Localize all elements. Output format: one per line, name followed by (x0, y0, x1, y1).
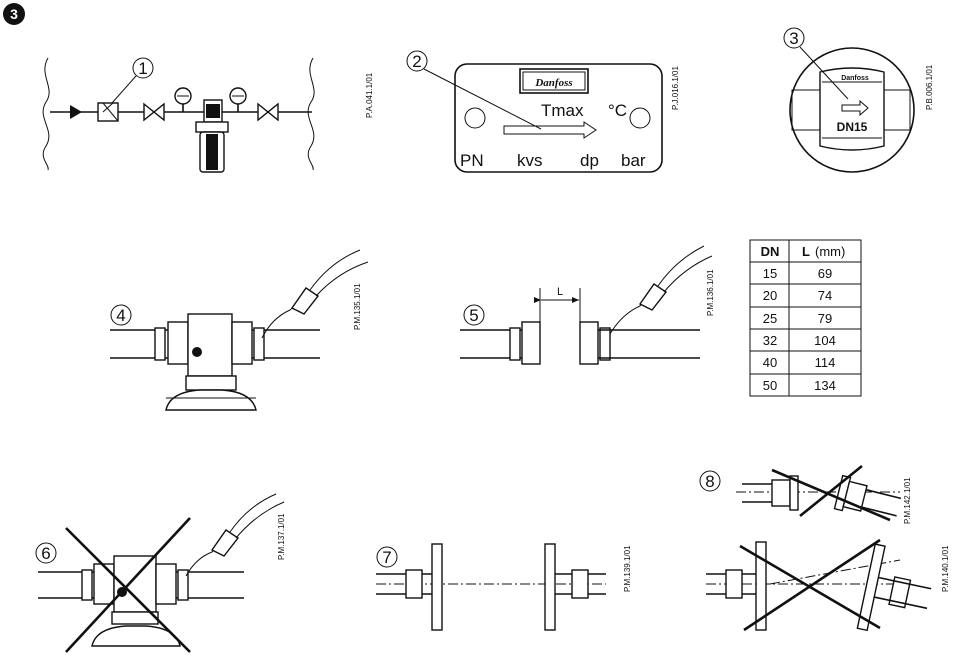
callout-number: 5 (469, 306, 478, 325)
callout-marker (463, 304, 485, 326)
figure-piping-scheme: 1 P.A.041.1/01 (42, 57, 374, 173)
callout-number: 7 (382, 548, 391, 567)
table-cell: 50 (763, 378, 777, 393)
table-row: 25 79 (763, 311, 832, 326)
table-row: 40 114 (763, 355, 836, 370)
nameplate-field: kvs (517, 151, 543, 170)
figure-welding-with-valve: 4 P.M.135.1/01 (110, 249, 369, 411)
figure-reference: P.M.142.1/01 (903, 477, 912, 524)
figure-reference: P.J.016.1/01 (671, 66, 680, 110)
incorrect-cross-icon (771, 468, 891, 522)
flow-arrow-icon (503, 121, 597, 139)
valve-body (187, 313, 233, 377)
table-row: 32 104 (763, 333, 836, 348)
flange (755, 541, 767, 631)
table-cell: 40 (763, 355, 777, 370)
flow-direction-arrow-icon (70, 105, 82, 119)
table-cell: 20 (763, 288, 777, 303)
figure-flange-alignment: 7 P.M.139.1/01 (376, 543, 632, 631)
table-header-unit: (mm) (815, 244, 845, 259)
table-cell: 69 (818, 266, 832, 281)
nameplate-field: bar (621, 151, 646, 170)
figure-reference: P.B.006.1/01 (925, 64, 934, 110)
figure-reference: P.M.137.1/01 (277, 513, 286, 560)
figure-valve-marking: Danfoss DN15 3 P.B.006.1/01 (783, 27, 934, 173)
callout-marker (35, 542, 57, 564)
shutoff-valve-icon (257, 102, 279, 122)
welding-torch-icon (609, 245, 713, 335)
callout-marker (132, 57, 154, 79)
incorrect-cross-icon (65, 527, 191, 653)
table-cell: 15 (763, 266, 777, 281)
callout-number: 2 (412, 52, 421, 71)
figure-incorrect-welding: 6 P.M.137.1/01 (35, 493, 286, 653)
nameplate-field: dp (580, 151, 599, 170)
brand-name: Danfoss (534, 77, 572, 89)
callout-number: 6 (41, 544, 50, 563)
unit-label: °C (608, 101, 627, 120)
table-header: DN (761, 244, 780, 259)
table-row: 50 134 (763, 378, 836, 393)
table-cell: 32 (763, 333, 777, 348)
callout-marker (110, 304, 132, 326)
nameplate-field: PN (460, 151, 484, 170)
table-cell: 114 (815, 355, 836, 370)
figure-reference: P.M.140.1/01 (941, 545, 950, 592)
table-cell: 74 (818, 288, 832, 303)
welding-torch-icon (185, 493, 285, 577)
table-cell: 134 (814, 378, 836, 393)
flange (544, 543, 556, 631)
figure-reference: P.A.041.1/01 (365, 72, 374, 118)
shutoff-valve-icon (143, 102, 165, 122)
callout-number: 1 (138, 59, 147, 78)
step-number: 3 (10, 6, 18, 22)
callout-number: 3 (789, 29, 798, 48)
strainer-icon (97, 102, 119, 122)
table-cell: 104 (814, 333, 836, 348)
figure-welding-without-valve: L 5 P.M.136.1/01 (460, 245, 715, 365)
callout-marker (406, 50, 428, 72)
dimension-label: L (557, 286, 563, 298)
table-row: 15 69 (763, 266, 832, 281)
figure-nameplate: Danfoss Tmax °C PN kvs dp bar 2 P.J.016.… (406, 50, 680, 173)
callout-number: 4 (116, 306, 125, 325)
flange (431, 543, 443, 631)
welding-torch-icon (261, 249, 369, 339)
flow-arrow-icon (841, 99, 869, 117)
table-cell: 25 (763, 311, 777, 326)
table-row: 20 74 (763, 288, 832, 303)
figure-reference: P.M.139.1/01 (623, 545, 632, 592)
valve-size-marking: DN15 (837, 120, 868, 134)
pressure-reducing-valve-icon (195, 99, 229, 173)
callout-marker (699, 470, 721, 492)
callout-marker (783, 27, 805, 49)
step-badge: 3 (3, 3, 25, 25)
figure-misalignment: 8 P.M.142.1/01 P.M.140.1/01 (699, 464, 950, 632)
callout-marker (376, 546, 398, 568)
dimension-table: DN L (mm) 15 69 20 74 25 79 32 104 40 11… (749, 239, 862, 397)
valve-brand-marking: Danfoss (841, 75, 869, 82)
table-header: L (802, 244, 810, 259)
figure-reference: P.M.135.1/01 (353, 283, 362, 330)
brand-logo (519, 68, 589, 94)
figure-reference: P.M.136.1/01 (706, 269, 715, 316)
tmax-label: Tmax (541, 101, 584, 120)
table-cell: 79 (818, 311, 832, 326)
flange (856, 543, 886, 632)
callout-number: 8 (705, 472, 714, 491)
